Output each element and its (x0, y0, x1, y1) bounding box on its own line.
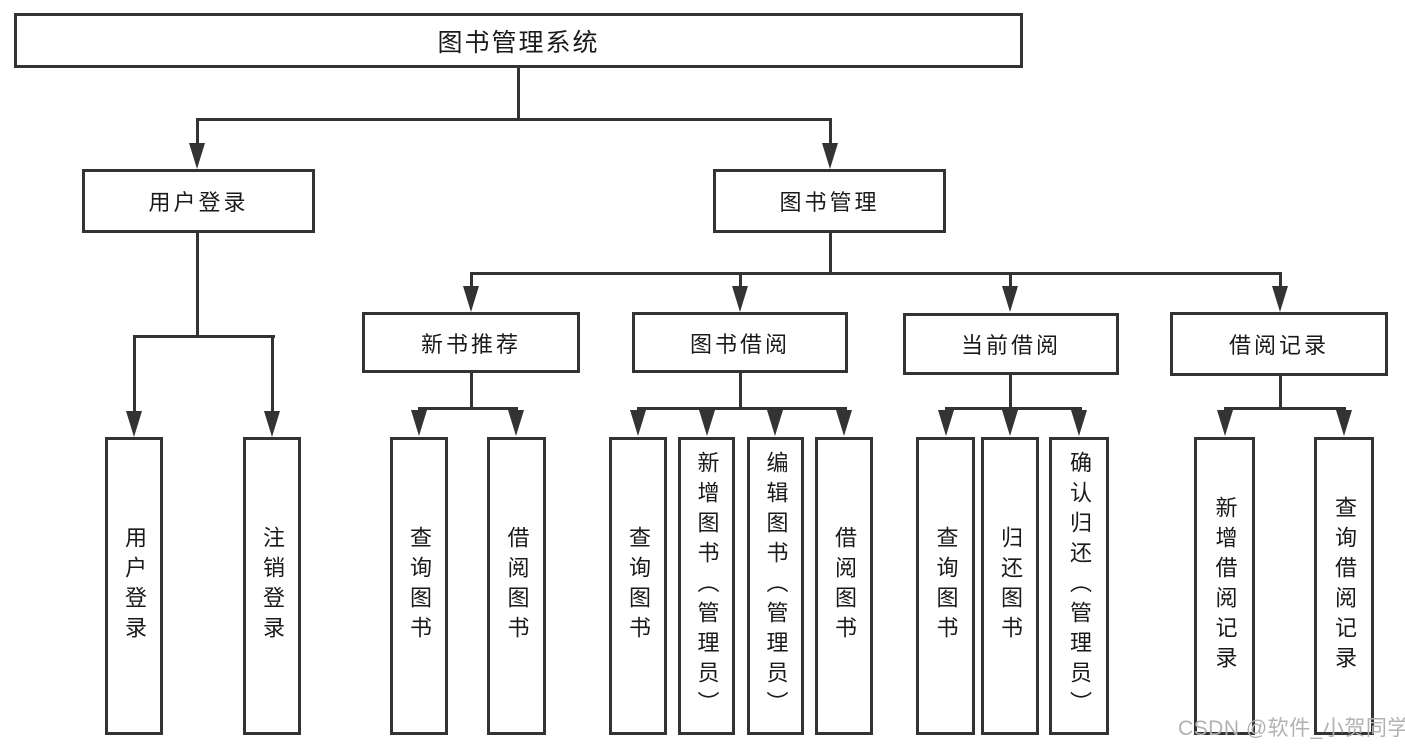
arrow-down-icon (836, 410, 852, 436)
node-label: 图书管理 (779, 190, 880, 215)
node-label: 注销登录 (260, 526, 285, 646)
node-leaf-add-borrow-record: 新增借阅记录 (1194, 437, 1255, 735)
csdn-watermark: CSDN @软件_小贺同学 (1178, 717, 1405, 740)
connector-line (829, 118, 832, 148)
node-label: 查询图书 (933, 526, 959, 646)
node-user-login: 用户登录 (82, 169, 315, 233)
connector-line (196, 118, 832, 121)
arrow-down-icon (1002, 286, 1018, 312)
node-leaf-edit-books-admin: 编辑图书（管理员） (747, 437, 804, 735)
node-leaf-user-login: 用户登录 (105, 437, 163, 735)
node-label: 借阅图书 (832, 526, 857, 646)
connector-line (1279, 272, 1282, 290)
connector-line (1009, 272, 1012, 290)
node-library-management-system: 图书管理系统 (14, 13, 1023, 68)
node-label: 图书管理系统 (437, 28, 600, 57)
arrow-down-icon (264, 411, 280, 437)
node-leaf-return-books: 归还图书 (981, 437, 1039, 735)
node-label: 图书借阅 (689, 331, 790, 357)
connector-line (470, 272, 1282, 275)
connector-line (133, 335, 136, 413)
node-label: 查询图书 (407, 526, 432, 646)
node-label: 新增借阅记录 (1212, 496, 1238, 676)
arrow-down-icon (189, 143, 205, 169)
node-leaf-borrow-books-recommend: 借阅图书 (487, 437, 546, 735)
connector-line (271, 335, 274, 413)
node-leaf-query-borrow-record: 查询借阅记录 (1314, 437, 1374, 735)
node-current-borrow: 当前借阅 (903, 313, 1119, 375)
node-book-borrow: 图书借阅 (632, 312, 848, 373)
connector-line (1009, 375, 1012, 407)
connector-line (637, 407, 847, 410)
node-leaf-logout: 注销登录 (243, 437, 301, 735)
connector-line (739, 373, 742, 407)
node-label: 当前借阅 (960, 333, 1061, 358)
connector-line (1224, 407, 1346, 410)
connector-line (418, 407, 518, 410)
connector-line (470, 373, 473, 407)
node-label: 编辑图书（管理员） (763, 451, 789, 721)
connector-line (133, 335, 275, 338)
connector-line (829, 233, 832, 272)
arrow-down-icon (822, 143, 838, 169)
node-borrow-records: 借阅记录 (1170, 312, 1388, 376)
node-label: 新书推荐 (420, 331, 521, 357)
connector-line (196, 233, 199, 335)
node-label: 归还图书 (998, 526, 1023, 646)
node-book-management: 图书管理 (713, 169, 946, 233)
node-leaf-add-books-admin: 新增图书（管理员） (678, 437, 735, 735)
arrow-down-icon (508, 410, 524, 436)
arrow-down-icon (463, 286, 479, 312)
node-label: 查询借阅记录 (1332, 496, 1357, 676)
connector-line (196, 118, 199, 148)
node-new-book-recommend: 新书推荐 (362, 312, 580, 373)
node-leaf-confirm-return-admin: 确认归还（管理员） (1049, 437, 1109, 735)
arrow-down-icon (1217, 410, 1233, 436)
arrow-down-icon (1336, 410, 1352, 436)
arrow-down-icon (1071, 410, 1087, 436)
connector-line (1279, 376, 1282, 407)
arrow-down-icon (630, 410, 646, 436)
connector-line (517, 68, 520, 118)
arrow-down-icon (938, 410, 954, 436)
node-label: 查询图书 (626, 526, 651, 646)
node-label: 新增图书（管理员） (694, 451, 720, 721)
arrow-down-icon (1002, 410, 1018, 436)
node-leaf-borrow-books: 借阅图书 (815, 437, 873, 735)
arrow-down-icon (699, 410, 715, 436)
arrow-down-icon (1272, 286, 1288, 312)
node-label: 用户登录 (122, 526, 147, 646)
arrow-down-icon (767, 410, 783, 436)
node-leaf-query-books-borrow: 查询图书 (609, 437, 667, 735)
node-leaf-query-books-current: 查询图书 (916, 437, 975, 735)
node-label: 借阅记录 (1228, 333, 1329, 358)
arrow-down-icon (732, 286, 748, 312)
arrow-down-icon (411, 410, 427, 436)
connector-line (945, 407, 1082, 410)
node-leaf-query-books-recommend: 查询图书 (390, 437, 448, 735)
node-label: 用户登录 (148, 190, 249, 215)
node-label: 确认归还（管理员） (1067, 451, 1092, 721)
connector-line (739, 272, 742, 290)
node-label: 借阅图书 (504, 526, 530, 646)
arrow-down-icon (126, 411, 142, 437)
connector-line (470, 272, 473, 290)
